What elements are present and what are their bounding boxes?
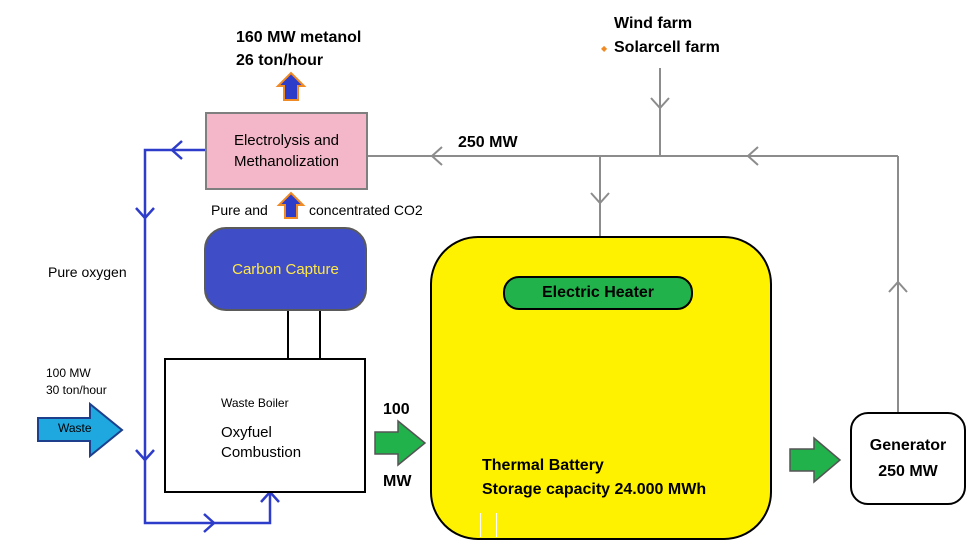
carbon-capture-label: Carbon Capture — [232, 260, 339, 278]
arrow-down-icon — [650, 97, 670, 110]
heat-flow-unit: MW — [383, 473, 412, 490]
waste-input-arrow-icon — [37, 401, 124, 459]
power-grid-lines — [368, 68, 908, 412]
arrow-right-icon — [203, 513, 216, 533]
generator-box: Generator 250 MW — [850, 412, 966, 505]
heat-flow-arrow-icon — [374, 419, 427, 467]
co2-arrow-icon — [276, 191, 306, 219]
carbon-capture-box: Carbon Capture — [204, 227, 367, 311]
pure-oxygen-label: Pure oxygen — [48, 264, 127, 280]
flue-gas-pipes — [287, 311, 321, 358]
power-250mw-label: 250 MW — [458, 134, 518, 151]
methanol-output-arrow-icon — [275, 71, 307, 101]
combustion-label: Combustion — [221, 444, 302, 461]
methanol-output-label: 160 MW metanol — [236, 29, 362, 46]
electrolysis-label-line1: Electrolysis and — [233, 132, 340, 149]
heat-flow-value: 100 — [383, 401, 410, 418]
arrow-down-icon — [590, 192, 610, 205]
divider — [480, 513, 481, 537]
generator-label: Generator — [869, 436, 947, 454]
co2-label-left: Pure and — [211, 202, 268, 218]
waste-rate-label: 30 ton/hour — [46, 383, 107, 397]
waste-boiler-box: Waste Boiler Oxyfuel Combustion — [164, 358, 366, 493]
wind-farm-label: Wind farm — [614, 15, 693, 32]
arrow-up-icon — [888, 280, 908, 293]
generator-capacity-label: 250 MW — [878, 462, 938, 480]
arrow-down-icon — [135, 207, 155, 220]
co2-label-right: concentrated CO2 — [309, 202, 423, 218]
electrolysis-box: Electrolysis and Methanolization — [205, 112, 368, 190]
oxygen-pipe — [143, 148, 272, 525]
electric-heater-box: Electric Heater — [503, 276, 693, 310]
oxygen-loop-lines — [135, 140, 280, 533]
arrow-left-icon — [170, 140, 183, 160]
waste-arrow-label: Waste — [58, 421, 92, 435]
waste-power-label: 100 MW — [46, 366, 91, 380]
methanol-rate-label: 26 ton/hour — [236, 52, 324, 69]
thermal-battery-title: Thermal Battery — [482, 457, 604, 474]
bullet-icon: ◆ — [601, 44, 608, 53]
arrow-left-icon — [430, 146, 443, 166]
arrow-down-icon — [135, 449, 155, 462]
electric-heater-label: Electric Heater — [541, 284, 655, 301]
divider — [496, 513, 497, 537]
oxyfuel-label: Oxyfuel — [221, 424, 272, 441]
waste-boiler-title: Waste Boiler — [221, 396, 289, 410]
arrow-left-icon — [746, 146, 759, 166]
solarcell-farm-label: Solarcell farm — [614, 39, 720, 56]
storage-capacity-label: Storage capacity 24.000 MWh — [482, 481, 707, 498]
electrolysis-label-line2: Methanolization — [233, 153, 340, 170]
generator-flow-arrow-icon — [789, 436, 842, 484]
